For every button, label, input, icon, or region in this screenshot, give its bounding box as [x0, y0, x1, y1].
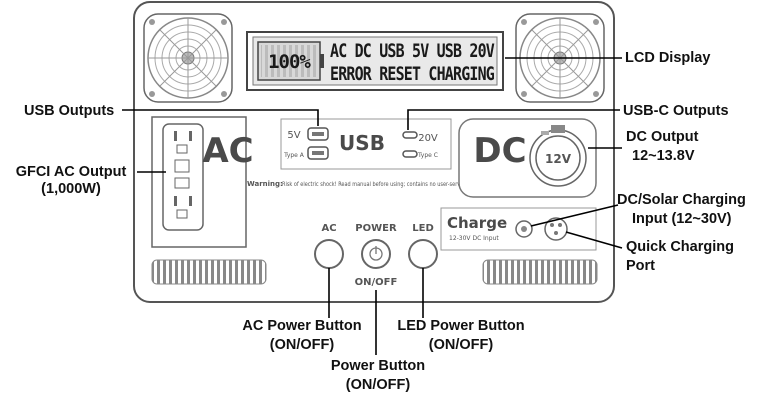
usb-type-a-label: Type A: [283, 152, 305, 159]
leader-quick: [565, 231, 623, 249]
callout-ac-btn-line2: (ON/OFF): [270, 337, 335, 353]
callout-solar-line2: Input (12~30V): [632, 211, 732, 227]
led-power-button[interactable]: [408, 239, 438, 269]
usb-section: 5V Type A USB 20V Type C: [280, 118, 452, 170]
ac-outlet-section: AC: [151, 116, 254, 248]
callout-solar-line1: DC/Solar Charging: [617, 192, 746, 208]
callout-dc-output-line2: 12~13.8V: [632, 148, 695, 164]
power-onoff-label: ON/OFF: [355, 277, 398, 288]
dc-output-section: DC 12V: [458, 118, 597, 198]
charge-section: Charge 12-30V DC Input: [440, 207, 597, 251]
callout-quick-line2: Port: [626, 258, 655, 274]
callout-power-btn-line1: Power Button: [331, 358, 425, 374]
led-button-label: LED: [412, 223, 434, 234]
charge-subtitle: 12-30V DC Input: [449, 235, 499, 242]
callout-quick-line1: Quick Charging: [626, 239, 734, 255]
charge-title: Charge: [447, 214, 507, 232]
warning-text: Risk of electric shock! Read manual befo…: [282, 182, 494, 188]
usb-c-port-2[interactable]: [402, 150, 418, 158]
ac-label: AC: [202, 131, 253, 171]
usb-20v-label: 20V: [418, 133, 438, 144]
usb-c-port-1[interactable]: [402, 131, 418, 139]
left-fan-icon: [143, 13, 233, 103]
lcd-line-1: AC DC USB 5V USB 20V: [330, 40, 494, 62]
leader-solar: [530, 204, 619, 227]
right-vent: [482, 259, 598, 285]
left-vent: [151, 259, 267, 285]
callout-gfci-line1: GFCI AC Output: [16, 164, 127, 180]
callout-led-btn-line1: LED Power Button: [397, 318, 524, 334]
leader-usb: [122, 109, 319, 126]
ac-power-button[interactable]: [314, 239, 344, 269]
power-button-label: POWER: [355, 223, 397, 234]
lcd-line-2: ERROR RESET CHARGING: [330, 63, 494, 85]
callout-usbc-outputs: USB-C Outputs: [623, 103, 729, 119]
callout-power-btn-line2: (ON/OFF): [346, 377, 411, 393]
usb-label: USB: [339, 131, 385, 155]
usb-5v-label: 5V: [287, 130, 300, 141]
ac-button-label: AC: [321, 223, 336, 234]
power-button[interactable]: [361, 239, 391, 269]
quick-charging-port[interactable]: [544, 217, 568, 241]
callout-lcd-display: LCD Display: [625, 50, 710, 66]
lcd-battery-text: 100%: [268, 51, 311, 73]
callout-led-btn-line2: (ON/OFF): [429, 337, 494, 353]
warning-bold: Warning:: [247, 180, 283, 188]
callout-gfci-line2: (1,000W): [41, 181, 101, 197]
leader-usbc: [407, 109, 620, 130]
callout-ac-btn-line1: AC Power Button: [242, 318, 361, 334]
usb-type-c-label: Type C: [417, 152, 438, 159]
callout-dc-output-line1: DC Output: [626, 129, 699, 145]
dc-label: DC: [473, 131, 526, 171]
lcd-display: 100% AC DC USB 5V USB 20V ERROR RESET CH…: [246, 31, 504, 91]
battery-icon: [257, 41, 324, 81]
dc-12v-label[interactable]: 12V: [545, 152, 572, 166]
callout-usb-outputs: USB Outputs: [24, 103, 114, 119]
